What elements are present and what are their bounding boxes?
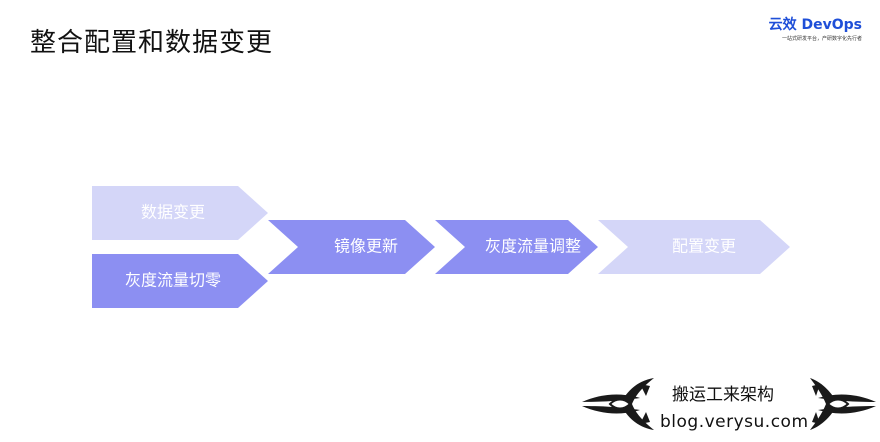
brand-tagline: 一站式研发平台，产研数字化先行者 (781, 36, 862, 42)
step-image-update-shape (268, 220, 435, 274)
step-image-update-label: 镜像更新 (334, 237, 398, 256)
watermark-url: blog.verysu.com (660, 412, 809, 432)
watermark-title: 搬运工来架构 (672, 385, 774, 405)
step-traffic-adjust-label: 灰度流量调整 (485, 237, 581, 256)
page-title: 整合配置和数据变更 (30, 28, 274, 58)
step-traffic-zero-shape (92, 254, 268, 308)
step-config-change-label: 配置变更 (672, 237, 736, 256)
watermark: 搬运工来架构 blog.verysu.com (580, 372, 880, 442)
step-traffic-adjust-shape (435, 220, 598, 274)
brand-name: 云效 DevOps (768, 17, 862, 33)
tribal-ornament-right-icon (810, 378, 876, 430)
step-data-change-shape (92, 186, 268, 240)
step-config-change-shape (598, 220, 790, 274)
brand-logo: 云效 DevOps 一站式研发平台，产研数字化先行者 (769, 14, 862, 42)
step-data-change-label: 数据变更 (141, 203, 205, 222)
tribal-ornament-left-icon (582, 378, 654, 430)
step-traffic-zero-label: 灰度流量切零 (125, 271, 221, 290)
